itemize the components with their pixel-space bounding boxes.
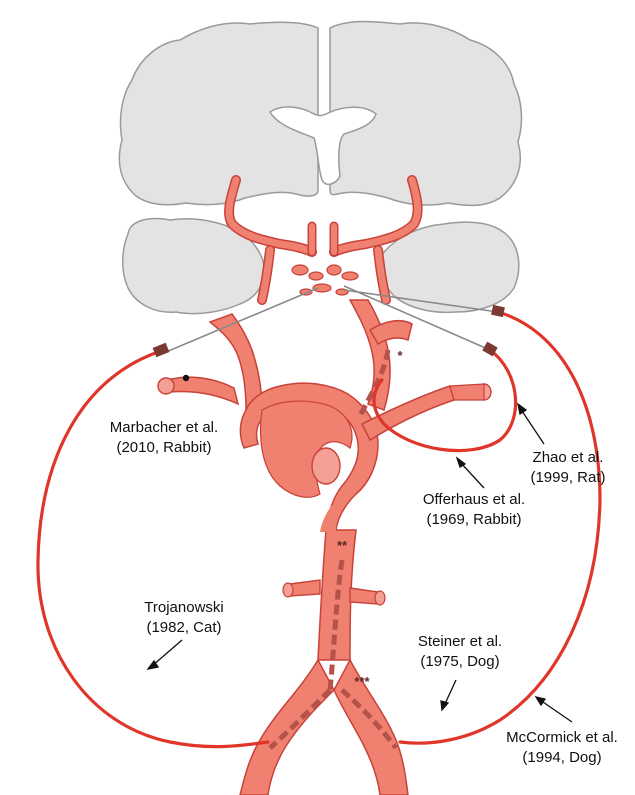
label-mccormick-line1: McCormick et al. xyxy=(506,729,618,746)
label-trojanowski-line1: Trojanowski xyxy=(144,599,223,616)
label-mccormick-line2: (1994, Dog) xyxy=(522,749,601,766)
label-offerhaus-line2: (1969, Rabbit) xyxy=(426,511,521,528)
label-steiner-line2: (1975, Dog) xyxy=(420,653,499,670)
label-marbacher-line2: (2010, Rabbit) xyxy=(116,439,211,456)
brain-section xyxy=(119,22,521,314)
marker-triple: *** xyxy=(354,674,370,689)
label-trojanowski-line2: (1982, Cat) xyxy=(146,619,221,636)
label-marbacher-line1: Marbacher et al. xyxy=(110,419,218,436)
label-offerhaus-line1: Offerhaus et al. xyxy=(423,491,525,508)
label-zhao-line1: Zhao et al. xyxy=(533,449,604,466)
arch-curl xyxy=(312,448,340,484)
marbacher-puncture-dot xyxy=(183,375,189,381)
catheter-left-large-loop xyxy=(38,352,268,747)
label-steiner-line1: Steiner et al. xyxy=(418,633,502,650)
marker-single: * xyxy=(397,348,403,363)
aorta-and-branches xyxy=(158,300,491,795)
marker-double: ** xyxy=(337,538,348,553)
label-zhao-line2: (1999, Rat) xyxy=(530,469,605,486)
